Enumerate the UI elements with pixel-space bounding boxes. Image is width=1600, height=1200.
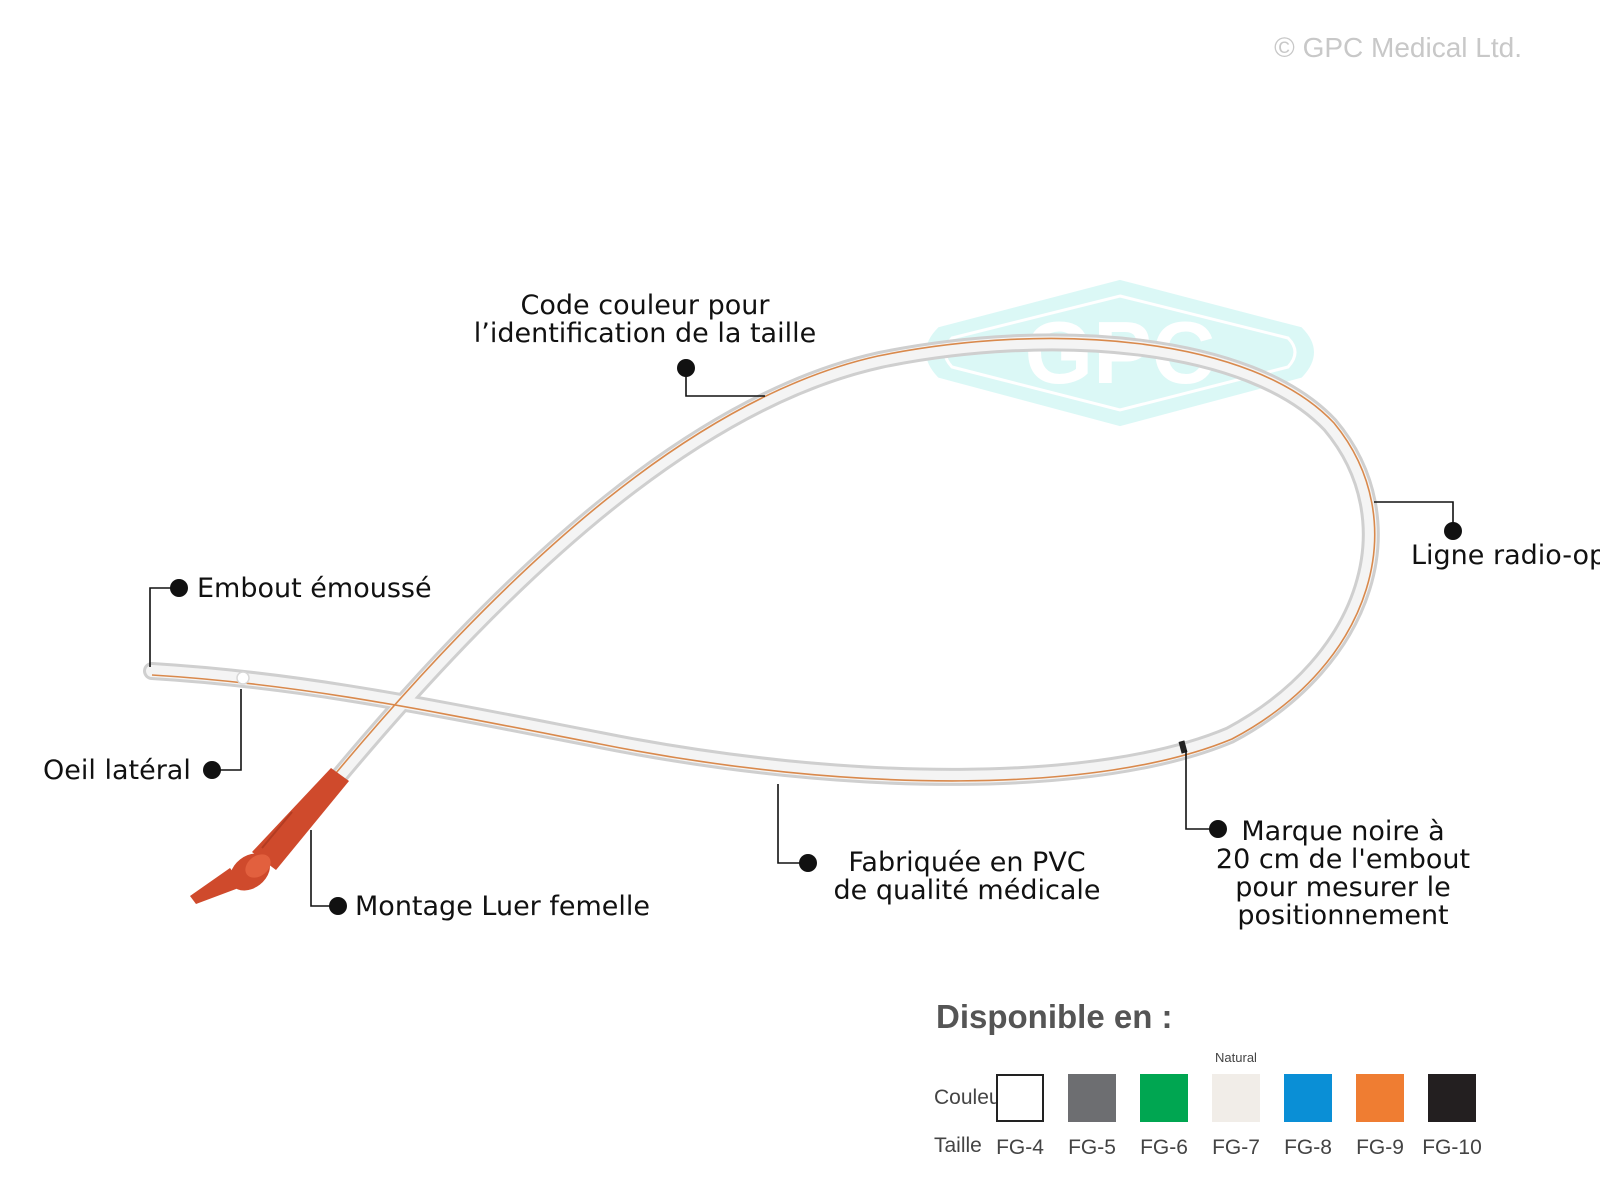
size-label-fg-4: FG-4 xyxy=(996,1136,1044,1159)
leader-side-eye xyxy=(212,689,242,771)
leader-color-code xyxy=(685,368,765,397)
label-side-eye: Oeil latéral xyxy=(43,755,191,786)
label-luer-mount: Montage Luer femelle xyxy=(355,891,651,922)
leader-luer xyxy=(310,830,338,907)
label-black-mark: Marque noire à 20 cm de l'embout pour me… xyxy=(1204,818,1482,930)
label-color-code-line1: Code couleur pour xyxy=(520,290,770,321)
catheter-tube xyxy=(143,333,1380,786)
leader-radio-line xyxy=(1374,501,1454,531)
label-pvc-line2: de qualité médicale xyxy=(833,875,1101,906)
availability-title: Disponible en : xyxy=(936,998,1173,1035)
size-label-fg-9: FG-9 xyxy=(1356,1136,1404,1159)
size-label-fg-10: FG-10 xyxy=(1422,1136,1482,1159)
label-black-mark-line4: positionnement xyxy=(1237,900,1449,931)
label-blunt-tip: Embout émoussé xyxy=(197,573,432,604)
luer-connector xyxy=(190,768,349,904)
size-label-fg-8: FG-8 xyxy=(1284,1136,1332,1159)
size-label-fg-7: FG-7 xyxy=(1212,1136,1260,1159)
size-row-label: Taille xyxy=(934,1134,982,1157)
color-swatch-fg-4 xyxy=(996,1074,1044,1122)
label-pvc: Fabriquée en PVC de qualité médicale xyxy=(802,849,1132,905)
label-pvc-line1: Fabriquée en PVC xyxy=(848,847,1086,878)
color-row-label: Couleur xyxy=(934,1086,1008,1109)
size-label-fg-5: FG-5 xyxy=(1068,1136,1116,1159)
color-swatch-fg-8 xyxy=(1284,1074,1332,1122)
swatch-note-fg-7: Natural xyxy=(1215,1050,1257,1065)
label-radio-line: Ligne radio-op xyxy=(1411,540,1600,571)
color-swatch-fg-5 xyxy=(1068,1074,1116,1122)
leader-pvc xyxy=(777,784,808,864)
label-color-code: Code couleur pour l’identification de la… xyxy=(468,292,822,348)
label-color-code-line2: l’identification de la taille xyxy=(473,318,817,349)
side-eye-hole xyxy=(236,671,250,685)
color-swatch-fg-9 xyxy=(1356,1074,1404,1122)
copyright-text: © GPC Medical Ltd. xyxy=(1274,32,1522,63)
color-swatch-fg-6 xyxy=(1140,1074,1188,1122)
size-label-fg-6: FG-6 xyxy=(1140,1136,1188,1159)
leader-dots xyxy=(170,359,1462,915)
color-swatch-fg-10 xyxy=(1428,1074,1476,1122)
label-black-mark-line2: 20 cm de l'embout xyxy=(1215,844,1471,875)
leader-black-mark xyxy=(1185,750,1218,830)
label-black-mark-line1: Marque noire à xyxy=(1241,816,1445,847)
color-swatch-fg-7 xyxy=(1212,1074,1260,1122)
leader-blunt-tip xyxy=(149,587,179,667)
label-black-mark-line3: pour mesurer le xyxy=(1235,872,1451,903)
